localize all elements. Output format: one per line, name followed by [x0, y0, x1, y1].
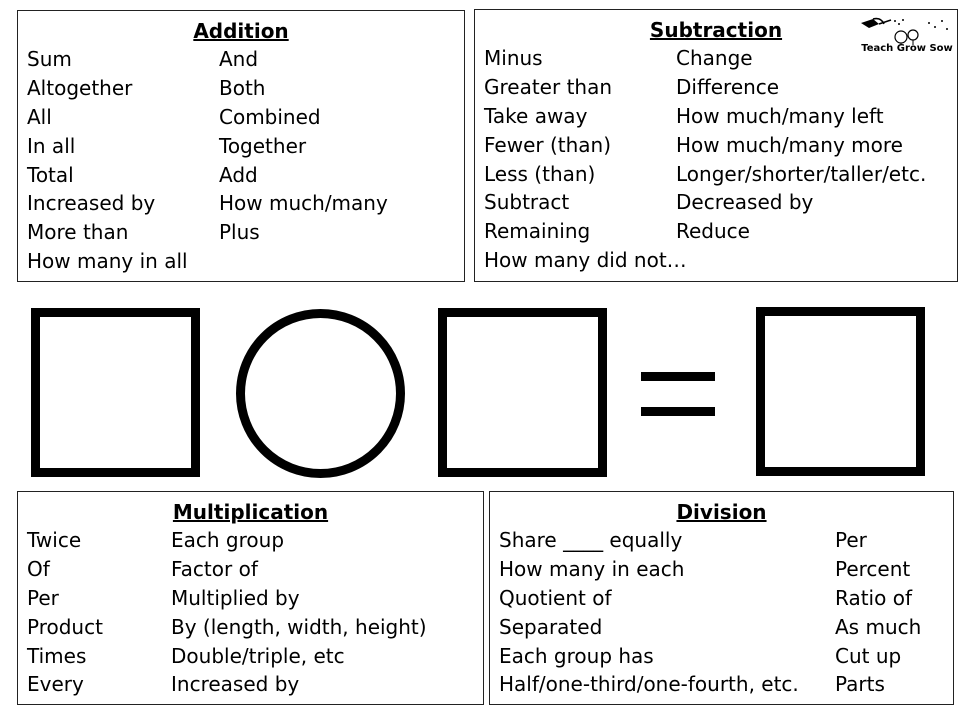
subtraction-keyword: Decreased by: [676, 190, 814, 215]
division-keyword: Quotient of: [499, 585, 612, 610]
multiplication-keyword: Per: [27, 585, 59, 610]
addition-keyword: Increased by: [27, 191, 156, 216]
first-square: [31, 308, 200, 477]
addition-keyword: In all: [27, 133, 76, 158]
addition-keyword: More than: [27, 220, 129, 245]
addition-keyword: And: [219, 47, 259, 71]
subtraction-keyword: Take away: [484, 103, 588, 128]
division-keyword: Share ____ equally: [499, 528, 683, 552]
addition-keyword: Plus: [219, 220, 260, 245]
multiplication-keyword: Of: [27, 556, 50, 581]
division-keyword: Half/one-third/one-fourth, etc.: [499, 672, 799, 697]
subtraction-keyword: Subtract: [484, 190, 570, 215]
subtraction-keyword: Difference: [676, 74, 780, 99]
addition-keyword: How many in all: [27, 249, 188, 274]
subtraction-keyword: How much/many left: [676, 103, 884, 128]
addition-title: Addition: [193, 19, 289, 43]
division-keyword: Per: [835, 528, 867, 552]
addition-keyword: Together: [219, 133, 307, 158]
addition-keyword: Total: [27, 162, 74, 187]
addition-keyword: Add: [219, 162, 258, 187]
division-keyword: Cut up: [835, 643, 902, 668]
second-square: [438, 308, 607, 477]
multiplication-keyword: By (length, width, height): [171, 614, 427, 639]
division-keyword: Percent: [835, 556, 911, 581]
division-keyword: Each group has: [499, 643, 654, 668]
division-keyword: Separated: [499, 614, 603, 639]
subtraction-keyword: Remaining: [484, 219, 591, 244]
addition-keyword: Sum: [27, 47, 72, 71]
division-keyword: Ratio of: [835, 585, 912, 610]
watering-can-icon: [861, 17, 948, 45]
subtraction-keyword: Reduce: [676, 219, 750, 244]
multiplication-keyword: Every: [27, 672, 84, 697]
multiplication-keyword: Each group: [171, 528, 285, 552]
multiplication-title: Multiplication: [172, 500, 329, 524]
subtraction-keyword: Greater than: [484, 74, 613, 99]
subtraction-keyword: Minus: [484, 46, 543, 70]
division-keyword: How many in each: [499, 556, 685, 581]
multiplication-keyword: Multiplied by: [171, 585, 300, 610]
operation-circle: [236, 309, 405, 478]
subtraction-keyword: How much/many more: [676, 132, 903, 157]
logo-text: Teach Grow Sow: [861, 43, 953, 54]
addition-keyword: All: [27, 104, 52, 129]
multiplication-keyword: Times: [27, 643, 87, 668]
subtraction-keyword: Fewer (than): [484, 132, 612, 157]
multiplication-keyword: Twice: [27, 528, 82, 552]
multiplication-keyword: Double/triple, etc: [171, 643, 345, 668]
subtraction-keyword: How many did not…: [484, 248, 687, 273]
subtraction-keyword: Change: [676, 46, 753, 70]
addition-keyword: How much/many: [219, 191, 388, 216]
multiplication-keyword: Product: [27, 614, 103, 639]
addition-keyword: Altogether: [27, 75, 133, 100]
division-keyword: As much: [835, 614, 922, 639]
subtraction-keyword: Longer/shorter/taller/etc.: [676, 161, 927, 186]
division-keyword: Parts: [835, 672, 885, 697]
result-square: [756, 307, 925, 476]
multiplication-keyword: Increased by: [171, 672, 300, 697]
teach-grow-sow-logo: Teach Grow Sow: [857, 15, 957, 59]
subtraction-title: Subtraction: [649, 18, 783, 42]
multiplication-keyword: Factor of: [171, 556, 258, 581]
subtraction-keyword: Less (than): [484, 161, 596, 186]
addition-keyword: Both: [219, 75, 266, 100]
addition-keyword: Combined: [219, 104, 321, 129]
division-title: Division: [676, 500, 767, 524]
